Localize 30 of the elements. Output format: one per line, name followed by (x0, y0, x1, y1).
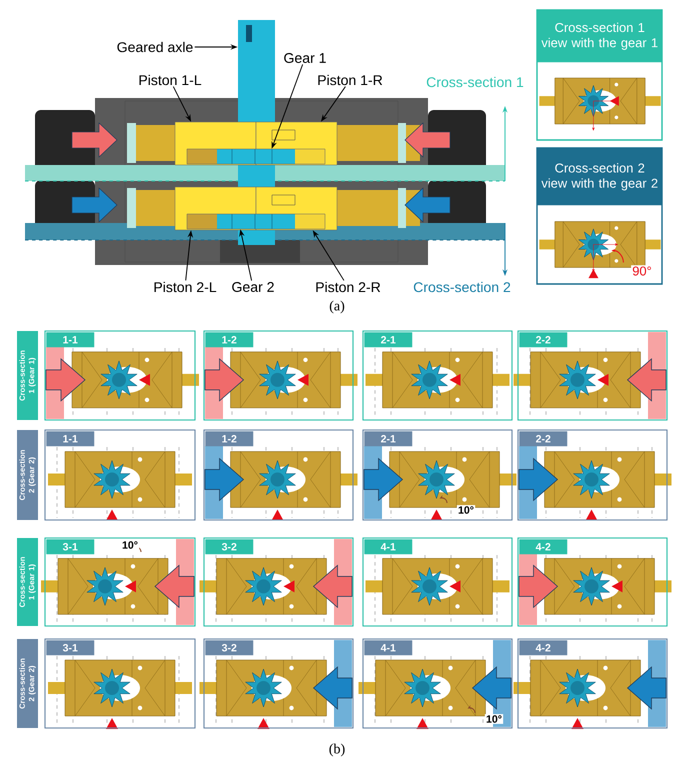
part-label: Piston 2-L (154, 282, 216, 292)
angle-label: 10° (484, 714, 504, 724)
part-label: Piston 2-R (316, 282, 380, 292)
state-panel: 1-2 (203, 429, 354, 521)
state-panel: 2-1 (362, 330, 513, 421)
state-panel: 2-2 (517, 429, 668, 521)
part-label: Piston 1-R (318, 74, 382, 86)
gear-insert (217, 149, 295, 164)
state-panel: 1-1 (44, 330, 196, 421)
state-panel: 1-1 (44, 429, 196, 521)
subfigure-label: (a) (328, 299, 346, 315)
angle-label: 90° (631, 265, 653, 277)
gear-insert (217, 214, 295, 229)
state-panel: 3-2 (203, 638, 354, 729)
section-label: Cross-section 2 (412, 280, 512, 294)
angle-label: 10° (456, 505, 476, 515)
state-panel: 3-2 (203, 537, 354, 627)
state-panel: 1-2 (203, 330, 354, 421)
part-label: Gear 1 (284, 53, 326, 63)
state-panel: 4-1 (362, 537, 513, 627)
angle-label: 10° (120, 540, 140, 550)
subfigure-label: (b) (328, 742, 346, 758)
section-label: Cross-section 1 (425, 76, 525, 88)
part-label: Gear 2 (232, 282, 274, 292)
state-panel: 3-1 (44, 638, 196, 729)
part-label: Piston 1-L (140, 74, 202, 86)
part-label: Geared axle (117, 42, 193, 52)
state-panel: 2-2 (517, 330, 668, 421)
state-panel: 4-2 (517, 638, 668, 729)
state-panel: 4-2 (517, 537, 668, 627)
